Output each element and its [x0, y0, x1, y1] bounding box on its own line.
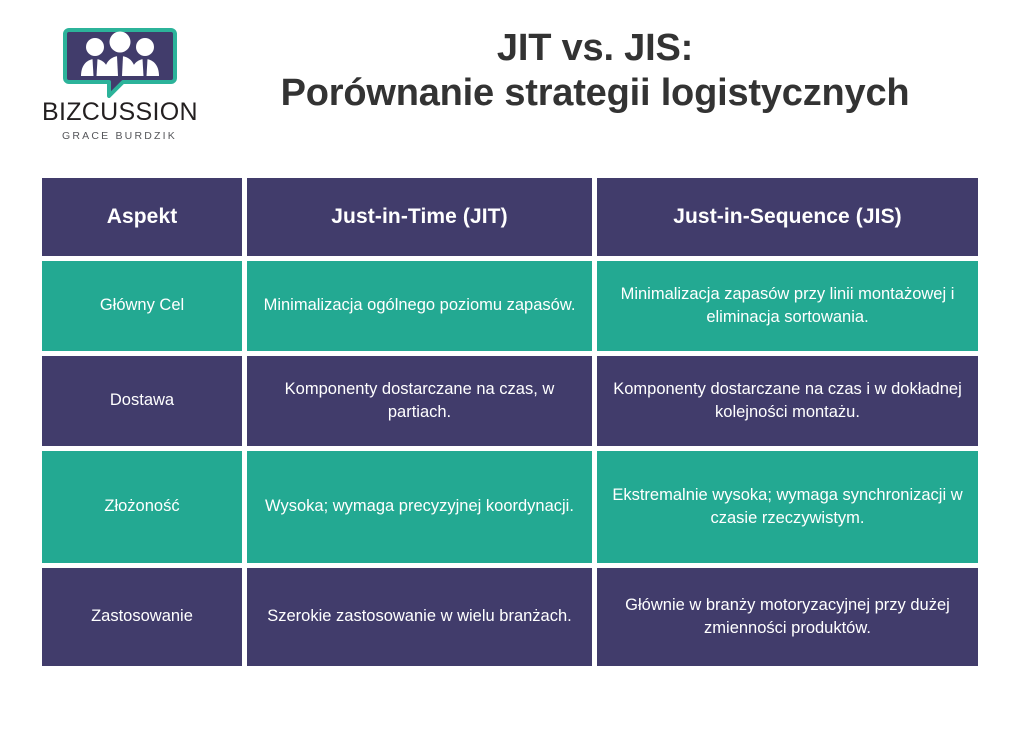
- page-title: JIT vs. JIS: Porównanie strategii logist…: [200, 26, 990, 116]
- row-label: Zastosowanie: [42, 568, 242, 666]
- column-header-jit: Just-in-Time (JIT): [247, 178, 592, 256]
- row-label: Dostawa: [42, 356, 242, 446]
- row-jis-value: Minimalizacja zapasów przy linii montażo…: [597, 261, 978, 351]
- speech-bubble-three-people-icon: [62, 28, 177, 98]
- table-row: Główny Cel Minimalizacja ogólnego poziom…: [42, 261, 978, 351]
- table-header-row: Aspekt Just-in-Time (JIT) Just-in-Sequen…: [42, 178, 978, 256]
- column-header-aspect: Aspekt: [42, 178, 242, 256]
- column-header-jis: Just-in-Sequence (JIS): [597, 178, 978, 256]
- row-jit-value: Szerokie zastosowanie w wielu branżach.: [247, 568, 592, 666]
- brand-tagline: GRACE BURDZIK: [62, 130, 177, 142]
- table-row: Zastosowanie Szerokie zastosowanie w wie…: [42, 568, 978, 666]
- page-header: BIZCUSSION GRACE BURDZIK JIT vs. JIS: Po…: [0, 0, 1024, 160]
- brand-logo: BIZCUSSION GRACE BURDZIK: [42, 26, 197, 142]
- brand-name: BIZCUSSION: [42, 98, 198, 126]
- comparison-table: Aspekt Just-in-Time (JIT) Just-in-Sequen…: [42, 178, 978, 666]
- page-title-line-2: Porównanie strategii logistycznych: [280, 71, 910, 114]
- row-jit-value: Minimalizacja ogólnego poziomu zapasów.: [247, 261, 592, 351]
- row-jit-value: Wysoka; wymaga precyzyjnej koordynacji.: [247, 451, 592, 563]
- row-label: Główny Cel: [42, 261, 242, 351]
- row-jis-value: Komponenty dostarczane na czas i w dokła…: [597, 356, 978, 446]
- table-row: Dostawa Komponenty dostarczane na czas, …: [42, 356, 978, 446]
- row-jis-value: Głównie w branży motoryzacyjnej przy duż…: [597, 568, 978, 666]
- row-label: Złożoność: [42, 451, 242, 563]
- page-title-line-1: JIT vs. JIS:: [496, 27, 694, 69]
- table-row: Złożoność Wysoka; wymaga precyzyjnej koo…: [42, 451, 978, 563]
- row-jit-value: Komponenty dostarczane na czas, w partia…: [247, 356, 592, 446]
- row-jis-value: Ekstremalnie wysoka; wymaga synchronizac…: [597, 451, 978, 563]
